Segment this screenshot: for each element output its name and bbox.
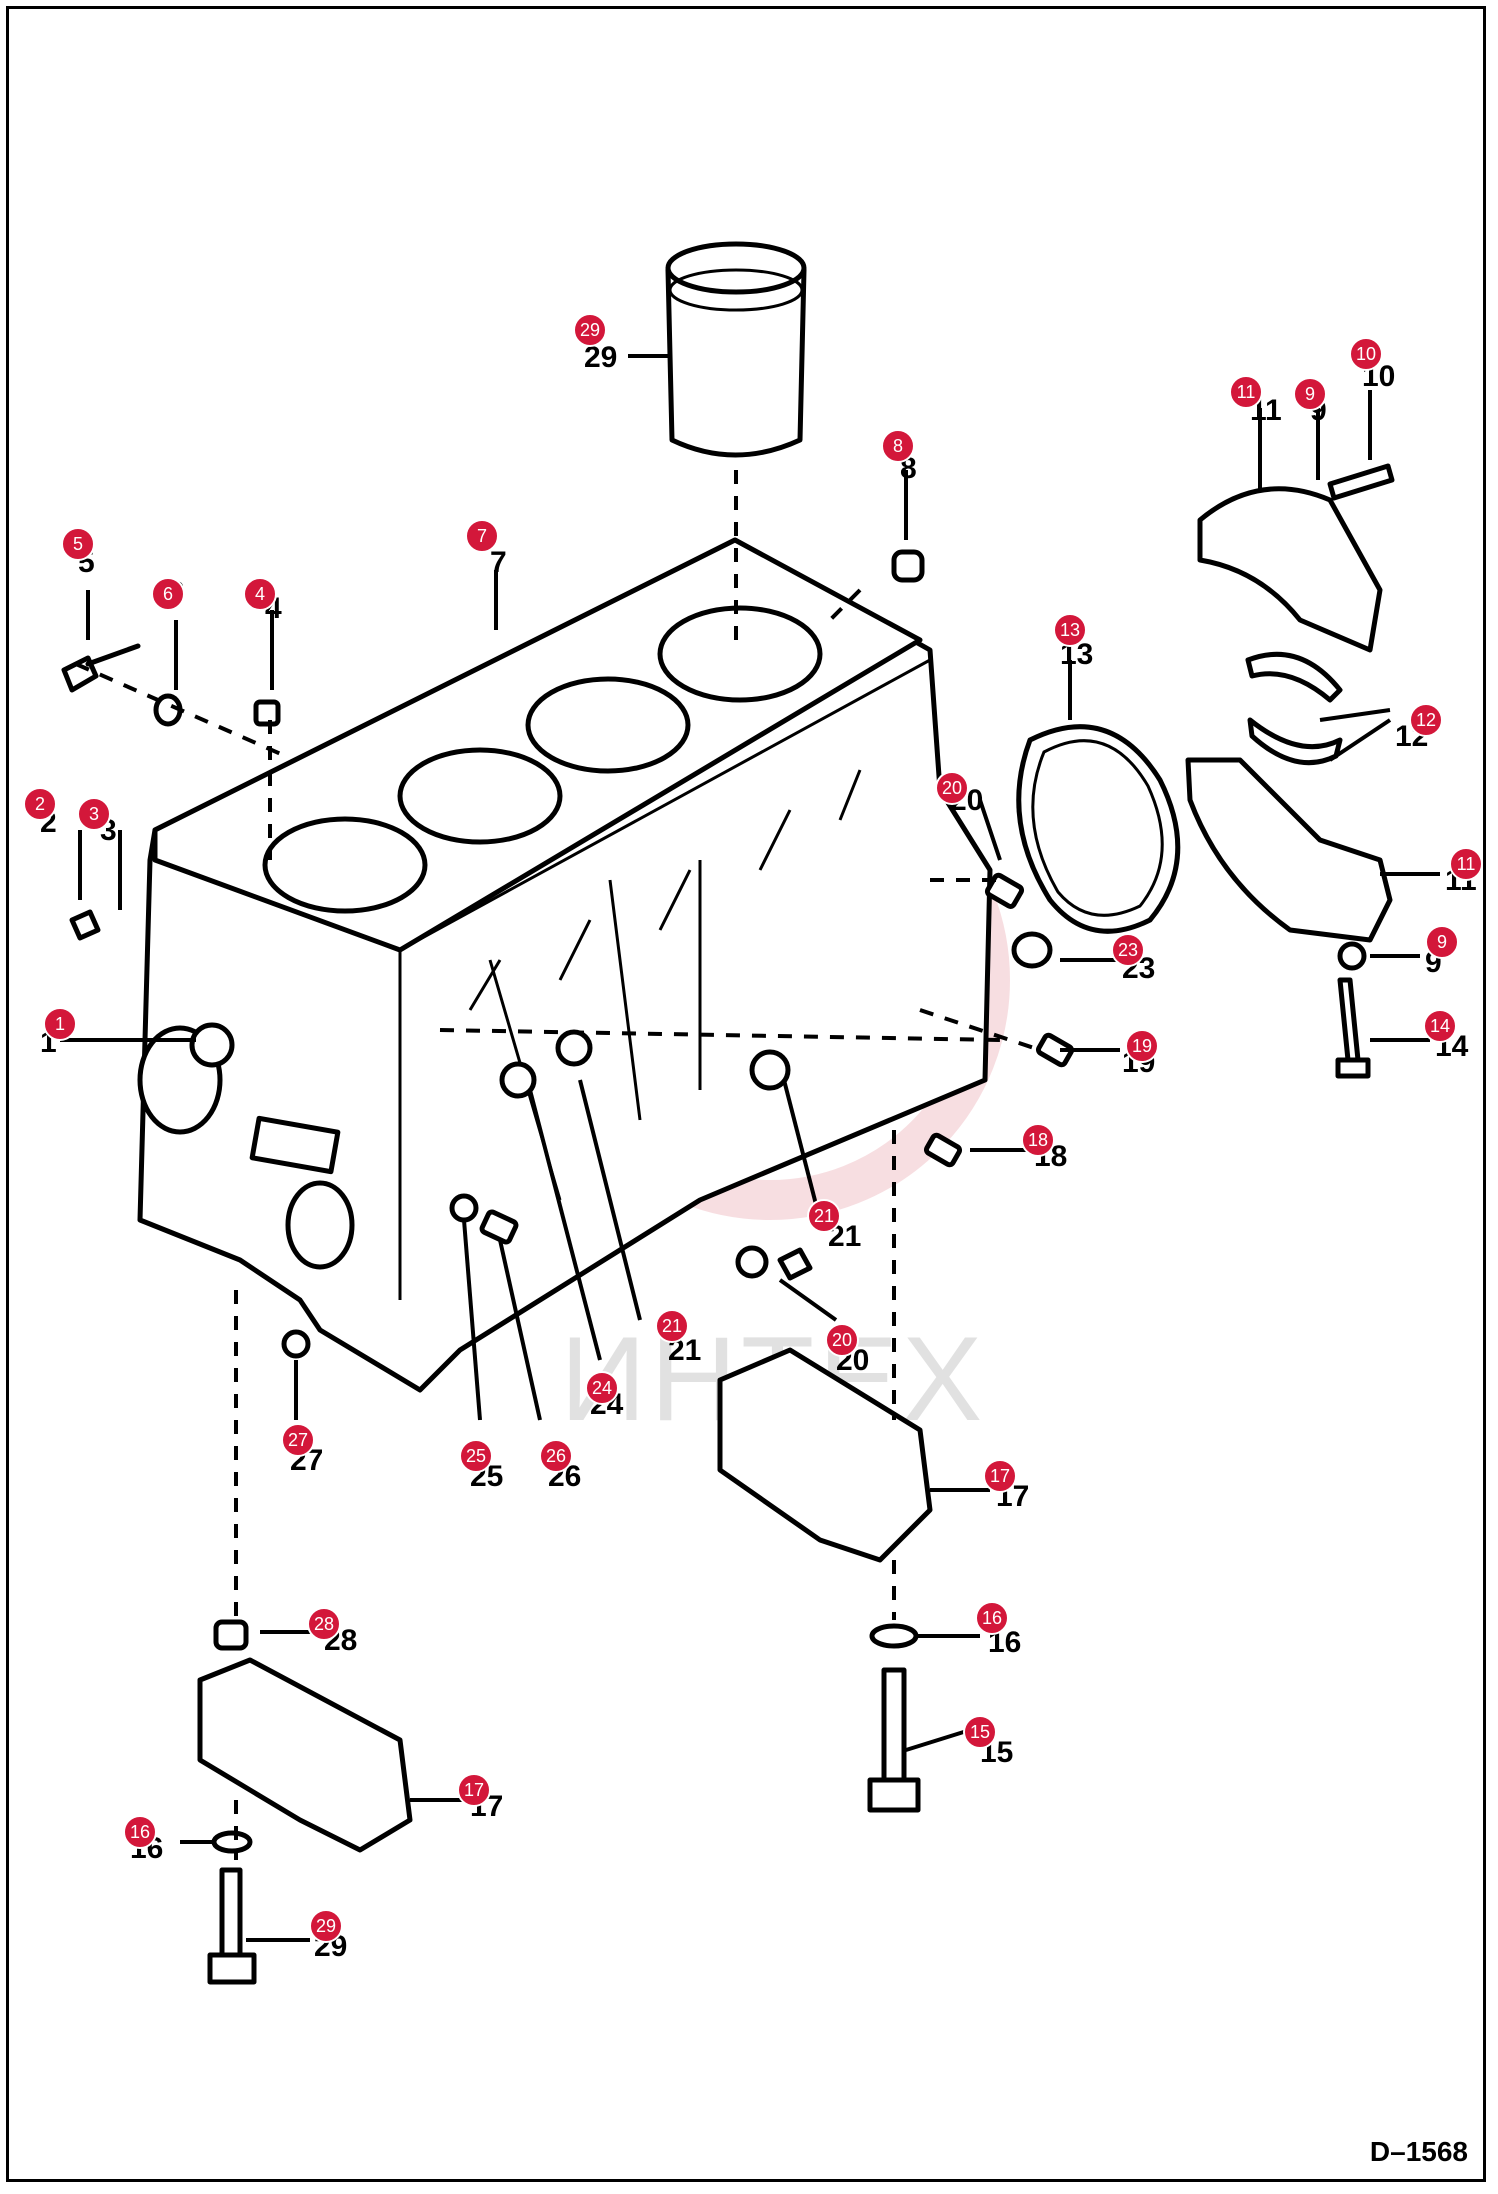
svg-text:16: 16 (130, 1822, 150, 1842)
svg-text:18: 18 (1028, 1130, 1048, 1150)
svg-text:20: 20 (942, 778, 962, 798)
svg-text:26: 26 (546, 1446, 566, 1466)
svg-text:10: 10 (1356, 344, 1376, 364)
svg-text:8: 8 (893, 436, 903, 456)
svg-text:13: 13 (1060, 620, 1080, 640)
callout-23: 24 (585, 1371, 619, 1405)
svg-text:28: 28 (314, 1614, 334, 1634)
rear-bearing-housing (1185, 486, 1393, 971)
callout-10: 10 (1349, 337, 1383, 371)
svg-text:9: 9 (1437, 932, 1447, 952)
svg-text:19: 19 (1132, 1036, 1152, 1056)
callout-21a: 21 (807, 1199, 841, 1233)
part-number-7: 7 (490, 546, 507, 579)
callout-8: 8 (881, 429, 915, 463)
callout-3: 3 (77, 797, 111, 831)
callout-27: 28 (307, 1607, 341, 1641)
svg-text:11: 11 (1237, 382, 1256, 402)
callout-19: 19 (1125, 1029, 1159, 1063)
svg-text:24: 24 (592, 1378, 612, 1398)
callout-16b: 16 (123, 1815, 157, 1849)
callout-2: 2 (23, 787, 57, 821)
callout-24: 25 (459, 1439, 493, 1473)
callout-22: 23 (1111, 933, 1145, 967)
callout-25: 26 (539, 1439, 573, 1473)
callout-20a: 20 (935, 771, 969, 805)
svg-text:2: 2 (35, 794, 45, 814)
svg-text:12: 12 (1416, 710, 1436, 730)
callout-15: 15 (963, 1715, 997, 1749)
callout-14: 14 (1423, 1009, 1457, 1043)
callout-17a: 17 (983, 1459, 1017, 1493)
svg-text:11: 11 (1457, 854, 1476, 874)
svg-text:6: 6 (163, 584, 173, 604)
oil-seal-gasket (1016, 724, 1181, 934)
callout-7: 7 (465, 519, 499, 553)
svg-text:21: 21 (814, 1206, 834, 1226)
callout-5: 5 (61, 527, 95, 561)
callout-9a: 9 (1293, 377, 1327, 411)
svg-text:29: 29 (580, 320, 600, 340)
callout-26: 27 (281, 1423, 315, 1457)
callout-13: 13 (1053, 613, 1087, 647)
svg-text:4: 4 (255, 584, 265, 604)
leader-lines (60, 354, 1440, 1942)
callout-28: 29 (309, 1909, 343, 1943)
callout-9b: 9 (1425, 925, 1459, 959)
callout-16a: 16 (975, 1601, 1009, 1635)
svg-text:14: 14 (1430, 1016, 1450, 1036)
main-bearing-caps (197, 1347, 933, 1853)
callout-17b: 17 (457, 1773, 491, 1807)
svg-text:7: 7 (477, 526, 487, 546)
svg-text:20: 20 (832, 1330, 852, 1350)
callout-6: 6 (151, 577, 185, 611)
cylinder-liner (665, 241, 807, 458)
callout-4: 4 (243, 577, 277, 611)
callout-20b: 20 (825, 1323, 859, 1357)
svg-text:23: 23 (1118, 940, 1138, 960)
figure-code: D–1568 (1369, 2136, 1468, 2167)
callout-1: 1 (43, 1007, 77, 1041)
assembly-lines (75, 470, 1041, 1860)
callout-badges: 29 5 6 4 7 8 11 9 10 13 12 11 9 14 20 23… (23, 313, 1483, 1943)
engine-block (137, 537, 993, 1393)
svg-text:17: 17 (464, 1780, 484, 1800)
diagram-frame (6, 6, 1486, 2182)
svg-text:5: 5 (73, 534, 83, 554)
svg-text:29: 29 (316, 1916, 336, 1936)
callout-21b: 21 (655, 1309, 689, 1343)
callout-12: 12 (1409, 703, 1443, 737)
svg-text:21: 21 (662, 1316, 682, 1336)
svg-text:16: 16 (982, 1608, 1002, 1628)
callout-29: 29 (573, 313, 607, 347)
callout-18: 18 (1021, 1123, 1055, 1157)
svg-text:9: 9 (1305, 384, 1315, 404)
callout-11b: 11 (1449, 847, 1483, 881)
callout-11a: 11 (1229, 375, 1263, 409)
svg-text:1: 1 (55, 1014, 65, 1034)
svg-text:27: 27 (288, 1430, 308, 1450)
bolts (207, 463, 1395, 1985)
svg-text:15: 15 (970, 1722, 990, 1742)
svg-text:17: 17 (990, 1466, 1010, 1486)
svg-text:25: 25 (466, 1446, 486, 1466)
svg-text:3: 3 (89, 804, 99, 824)
